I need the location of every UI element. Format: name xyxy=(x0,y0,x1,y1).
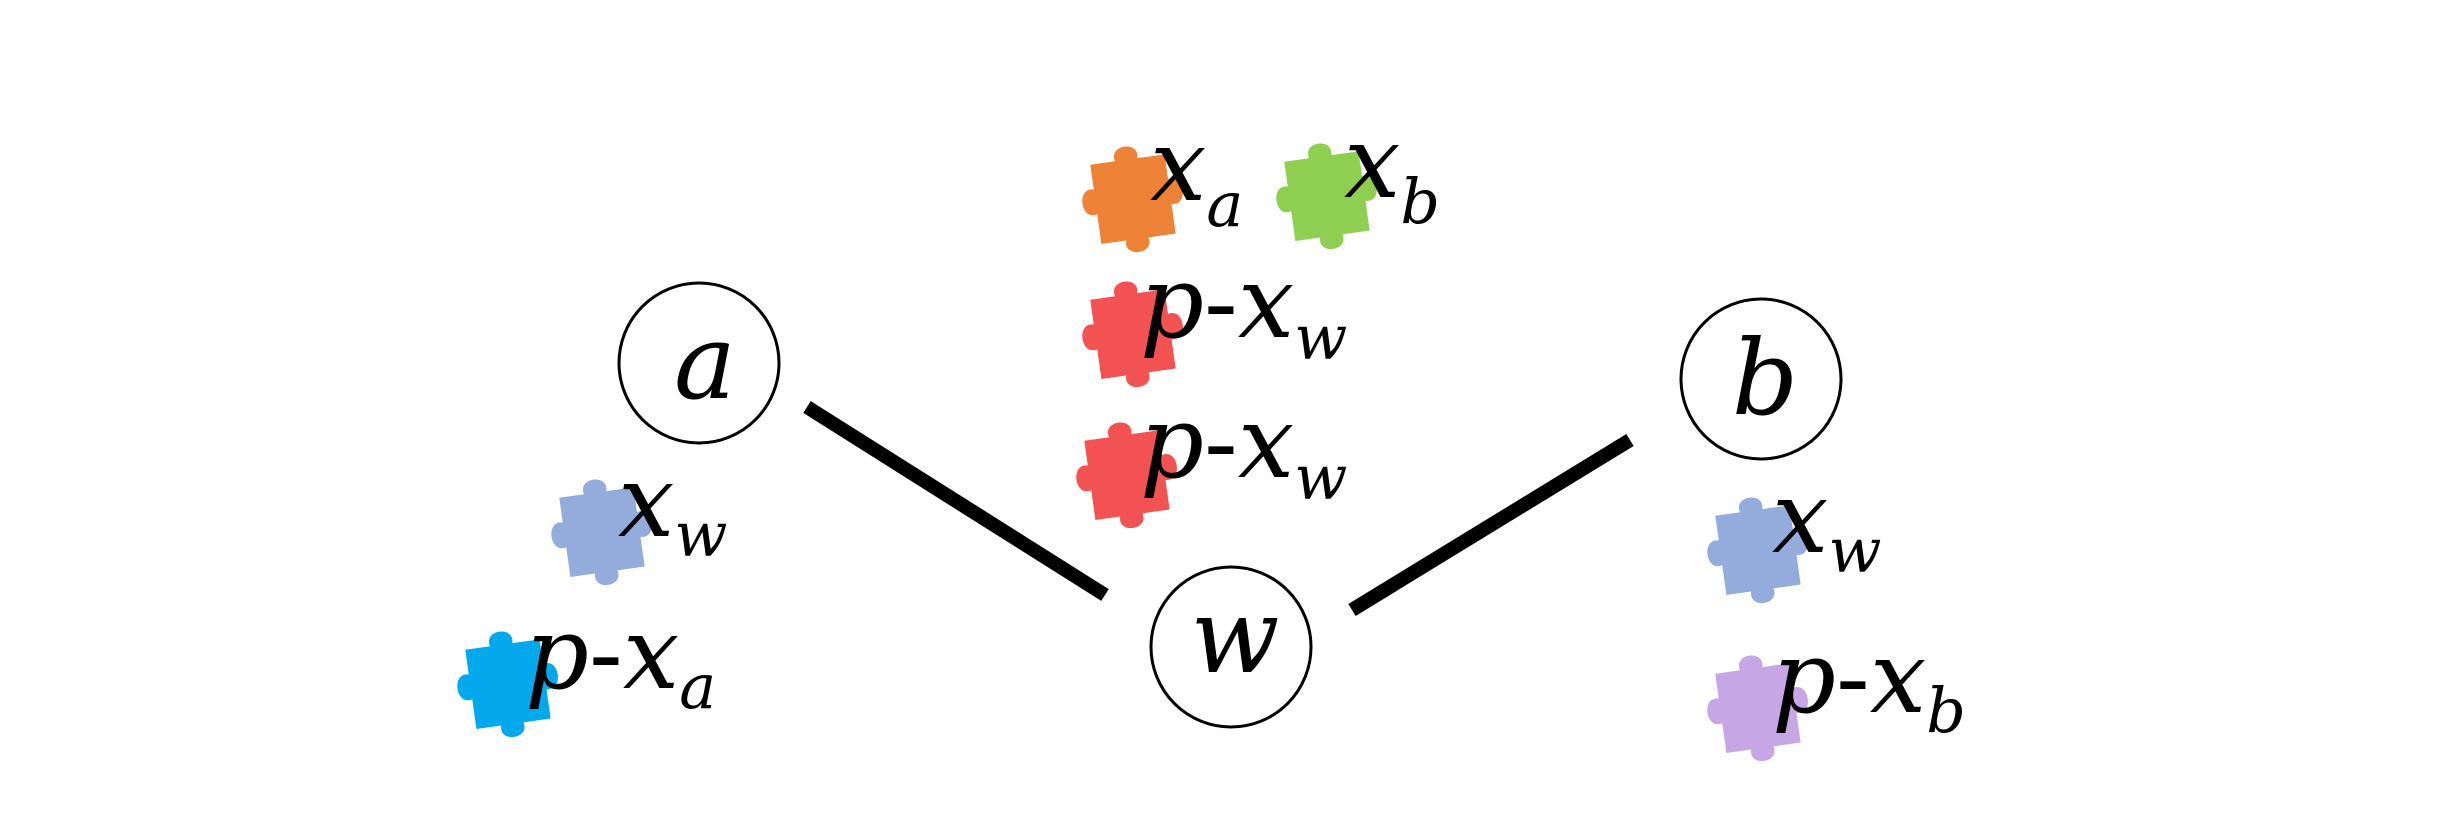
edge-w-b xyxy=(1348,434,1634,616)
label-sub: w xyxy=(1828,514,1881,587)
label-main: x xyxy=(1870,619,1926,736)
label-dash: - xyxy=(1836,619,1870,736)
node-w-circle xyxy=(1149,565,1313,729)
piece-top-xa: xa xyxy=(1075,107,1243,259)
node-w-label: w xyxy=(1190,575,1279,697)
piece-label: xw xyxy=(618,443,727,571)
label-sub: w xyxy=(1294,301,1347,374)
piece-top-xb: xb xyxy=(1269,104,1440,256)
label-main: x xyxy=(1344,104,1400,221)
label-dash: - xyxy=(1204,244,1238,361)
label-sub: b xyxy=(1400,165,1440,238)
piece-label: p-xw xyxy=(1140,244,1347,374)
piece-label: xb xyxy=(1344,104,1440,238)
label-main: x xyxy=(618,443,674,560)
piece-top-pxw-2: p-xw xyxy=(1069,384,1347,535)
piece-left-xw: xw xyxy=(544,443,727,592)
piece-right-pxb: p-xb xyxy=(1700,619,1966,768)
piece-label: p-xa xyxy=(525,595,716,723)
label-prefix: p xyxy=(1772,619,1836,736)
label-dash: - xyxy=(589,595,623,712)
label-sub: a xyxy=(1206,168,1243,241)
label-sub: b xyxy=(1926,674,1966,747)
piece-label: xa xyxy=(1150,107,1243,241)
label-sub: a xyxy=(679,650,716,723)
label-prefix: p xyxy=(1140,384,1204,501)
node-b-label: b xyxy=(1732,317,1799,439)
label-main: x xyxy=(623,595,679,712)
piece-label: p-xb xyxy=(1772,619,1966,747)
node-a-label: a xyxy=(674,301,736,423)
edges xyxy=(803,401,1634,616)
node-w: w xyxy=(1149,565,1313,729)
label-sub: w xyxy=(674,498,727,571)
label-main: x xyxy=(1772,459,1828,576)
label-main: x xyxy=(1238,244,1294,361)
label-dash: - xyxy=(1204,384,1238,501)
label-sub: w xyxy=(1294,441,1347,514)
node-b: b xyxy=(1679,297,1843,461)
piece-label: p-xw xyxy=(1140,384,1347,514)
piece-top-pxw-1: p-xw xyxy=(1075,244,1347,394)
label-main: x xyxy=(1238,384,1294,501)
piece-label: xw xyxy=(1772,459,1881,587)
node-a-circle xyxy=(617,281,781,445)
node-a: a xyxy=(617,281,781,445)
label-prefix: p xyxy=(525,595,589,712)
label-prefix: p xyxy=(1140,244,1204,361)
node-b-circle xyxy=(1679,297,1843,461)
edge-a-w xyxy=(803,401,1109,601)
piece-left-pxa: p-xa xyxy=(450,595,716,744)
piece-right-xw: xw xyxy=(1700,459,1881,610)
label-main: x xyxy=(1150,107,1206,224)
